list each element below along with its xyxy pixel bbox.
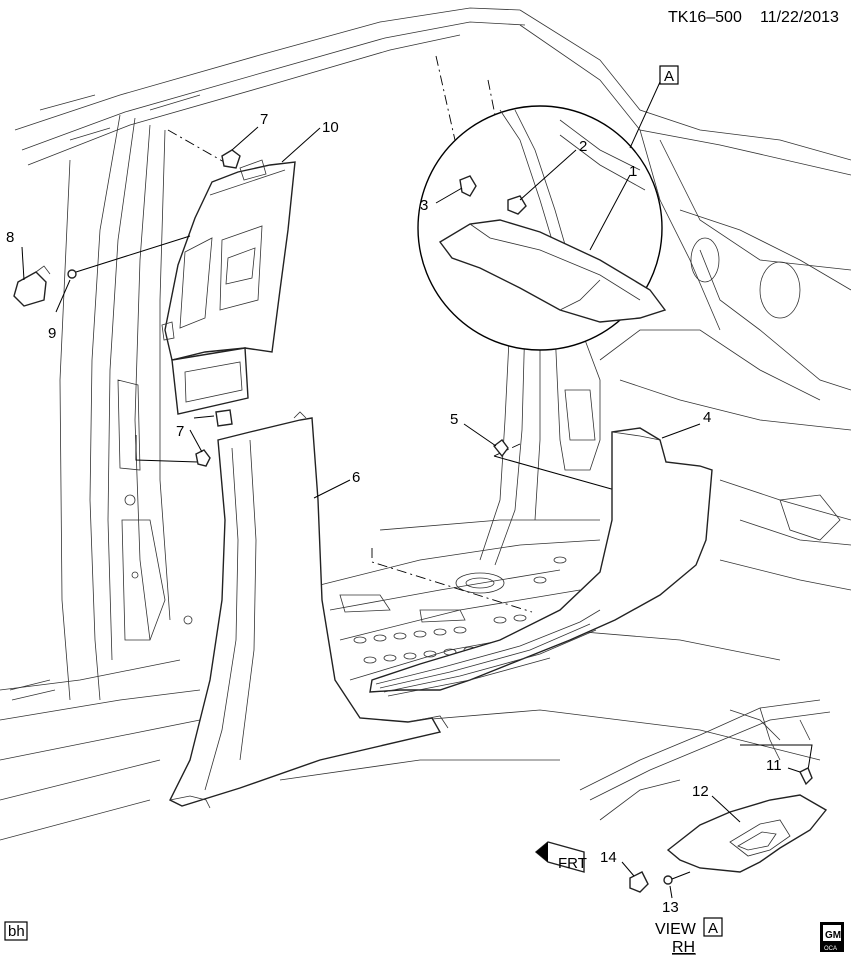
callout-5: 5 <box>450 411 458 428</box>
forward-direction-arrow: FRT <box>534 841 587 873</box>
part-9-screw[interactable] <box>67 235 191 279</box>
callout-1: 1 <box>629 163 637 180</box>
part-8-cap[interactable] <box>13 265 51 307</box>
vehicle-body-structure <box>0 7 851 841</box>
callout-8: 8 <box>6 229 14 246</box>
clip-7-mid[interactable] <box>215 409 233 427</box>
floor-hole-pattern <box>353 556 567 664</box>
gm-logo: GM OCA <box>820 922 844 952</box>
callout-2: 2 <box>579 138 587 155</box>
part-3-clip-detail <box>459 175 477 197</box>
callout-3: 3 <box>420 197 428 214</box>
callout-4: 4 <box>703 409 711 426</box>
fastener-7-lower[interactable] <box>195 449 211 467</box>
callout-7-lower: 7 <box>176 423 184 440</box>
callout-10: 10 <box>322 119 339 136</box>
view-a-reference-box: A <box>659 65 679 85</box>
callout-11: 11 <box>766 757 782 774</box>
callout-12: 12 <box>692 783 709 800</box>
view-a-caption: VIEW A RH <box>655 917 723 956</box>
callout-14: 14 <box>600 849 617 866</box>
part-11-fastener <box>799 767 813 786</box>
callout-leaders <box>21 126 801 899</box>
part-1-trim-detail <box>438 219 667 323</box>
callout-13: 13 <box>662 899 679 916</box>
view-caption-side: RH <box>672 939 695 956</box>
part-4-rear-lower-trim[interactable] <box>369 427 713 697</box>
callout-6: 6 <box>352 469 360 486</box>
detail-circle-a <box>417 81 667 351</box>
view-caption-word: VIEW <box>655 921 697 938</box>
part-5-clip[interactable] <box>493 439 509 458</box>
svg-text:A: A <box>664 68 674 85</box>
part-12-trim-detail <box>666 794 828 873</box>
diagram-date: 11/22/2013 <box>760 9 839 26</box>
view-caption-letter: A <box>708 920 718 937</box>
part-14-cap <box>629 871 649 893</box>
part-13-screw <box>663 875 673 885</box>
diagram-id: TK16–500 <box>668 9 742 26</box>
svg-text:bh: bh <box>8 923 25 940</box>
part-6-lower-pillar-trim[interactable] <box>169 411 449 809</box>
part-10-upper-pillar-trim[interactable] <box>161 159 296 415</box>
view-a-inset <box>579 699 831 893</box>
svg-text:OCA: OCA <box>824 946 837 952</box>
corner-tag: bh <box>4 921 28 941</box>
part-2-clip-detail <box>507 195 527 215</box>
svg-text:GM: GM <box>825 930 841 941</box>
callout-7-upper: 7 <box>260 111 268 128</box>
frt-label: FRT <box>558 855 587 872</box>
callout-numbers: 1 2 3 4 5 6 7 7 8 9 10 11 12 13 14 <box>6 111 782 916</box>
fastener-7-upper[interactable] <box>221 149 241 169</box>
callout-9: 9 <box>48 325 56 342</box>
